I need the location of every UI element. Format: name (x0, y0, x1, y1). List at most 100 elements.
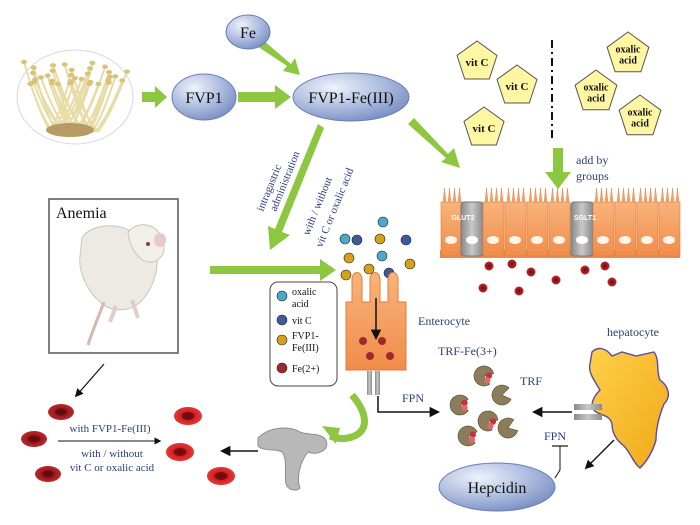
mushroom-cap (86, 81, 93, 86)
transferrin-empty (491, 384, 512, 406)
epithelial-cell (526, 187, 549, 257)
legend-label: Fe(2+) (292, 364, 319, 375)
fpn-liver-top (574, 404, 602, 410)
transferrin-iron (473, 365, 495, 387)
fpn-liver-bottom (574, 414, 602, 420)
mushroom-cap (54, 81, 61, 87)
epithelial-cell (440, 187, 463, 257)
lumen-molecule-dot (343, 252, 355, 264)
transferrin-iron (477, 410, 499, 432)
complex-node: FVP1-Fe(III) (292, 72, 410, 122)
glut2-label: GLUT2 (452, 215, 475, 222)
epithelial-cell (636, 187, 659, 257)
enterocyte-cell (345, 272, 407, 395)
pentagon-label: vit C (506, 81, 529, 93)
lumen-molecule-dot (374, 233, 386, 245)
lumen-molecules (339, 216, 416, 281)
fe2-dot (607, 277, 617, 287)
arrow-anemia-to-rbc (74, 363, 105, 398)
arrow-anemia-to-lumen (210, 259, 336, 281)
glut2-transporter-cell (460, 201, 484, 257)
fe2-dot (526, 267, 536, 277)
trf-label: TRF (520, 374, 542, 388)
pentagon-label: acid (619, 56, 637, 67)
red-blood-cell (48, 404, 74, 420)
trf-fe-label: TRF-Fe(3+) (438, 344, 497, 358)
mushroom-cap (78, 76, 85, 82)
pentagon-label: vit C (473, 123, 496, 135)
mushroom-cap (44, 73, 51, 78)
mushroom-cap (119, 78, 126, 83)
epithelial-cell (592, 187, 615, 257)
lumen-molecule-dot (340, 269, 352, 281)
enterocyte-label: Enterocyte (418, 314, 470, 328)
mushroom-cap (67, 79, 74, 84)
sglt1-label: SGLT1 (574, 215, 596, 222)
pentagon-label: acid (631, 119, 649, 130)
mushroom-illustration (16, 49, 134, 145)
pentagon-label: vit C (466, 57, 489, 69)
red-blood-cell (21, 431, 47, 447)
arrow-administration (268, 124, 324, 250)
epithelial-cell (614, 187, 637, 257)
fe2-dot (551, 275, 561, 285)
legend-label: FVP1- (292, 331, 319, 342)
legend-label-2: Fe(III) (292, 343, 319, 354)
complex-label: FVP1-Fe(III) (308, 90, 393, 107)
mushroom-cap (107, 74, 114, 79)
fe2-dot (580, 265, 590, 275)
anemia-panel: Anemia (48, 198, 179, 354)
intestinal-epithelium (440, 187, 681, 258)
epithelial-cell (658, 187, 681, 257)
mushroom-cap (29, 70, 36, 76)
fe2-dot (484, 261, 494, 271)
arrow-curve-head (322, 426, 340, 444)
arrow-liver-to-hepcidin (584, 439, 615, 470)
arrow-complex-to-gut (408, 118, 460, 168)
lumen-molecule-dot (376, 250, 388, 262)
arrow-fe-to-complex (257, 40, 300, 75)
sglt1-transporter-cell (570, 201, 594, 257)
rbc-label-3: vit C or oxalic acid (70, 462, 155, 474)
hepcidin-connector (554, 469, 561, 479)
legend-swatch (276, 290, 288, 302)
red-blood-cells (21, 404, 235, 485)
add-by-label-1: add by (576, 153, 608, 167)
legend-item: vit C (276, 314, 312, 327)
vitc-pentagon: vit C (463, 106, 505, 146)
lumen-molecule-dot (363, 263, 375, 275)
mushroom-cap (112, 74, 119, 79)
fpn-gut-label: FPN (402, 391, 424, 405)
legend-item: Fe(2+) (276, 362, 319, 375)
red-blood-cell (35, 466, 61, 482)
fe-node: Fe (225, 14, 271, 50)
fpn-liver-label: FPN (544, 429, 566, 443)
hepcidin-label: Hepcidin (468, 480, 527, 497)
vitc-pentagon: vit C (496, 64, 538, 104)
legend-swatch (276, 314, 288, 326)
legend-label-2: acid (292, 299, 309, 310)
transferrin-iron (449, 394, 469, 416)
anemia-label: Anemia (56, 205, 107, 222)
lumen-molecule-dot (377, 216, 389, 228)
arrow-add-by-groups (545, 148, 571, 189)
legend-swatch (276, 362, 288, 374)
mushroom-cap (30, 65, 37, 70)
epithelial-cell (504, 187, 527, 257)
mushroom-cap (32, 77, 39, 82)
mushroom-stem (97, 71, 128, 133)
mushroom-cap (106, 69, 113, 75)
mushroom-stem (94, 80, 124, 133)
transferrin-iron (457, 425, 478, 447)
pentagon-label: oxalic (616, 45, 642, 56)
pentagon-label: oxalic (628, 108, 654, 119)
mushroom-base (46, 123, 94, 137)
epithelial-cell (548, 187, 571, 257)
